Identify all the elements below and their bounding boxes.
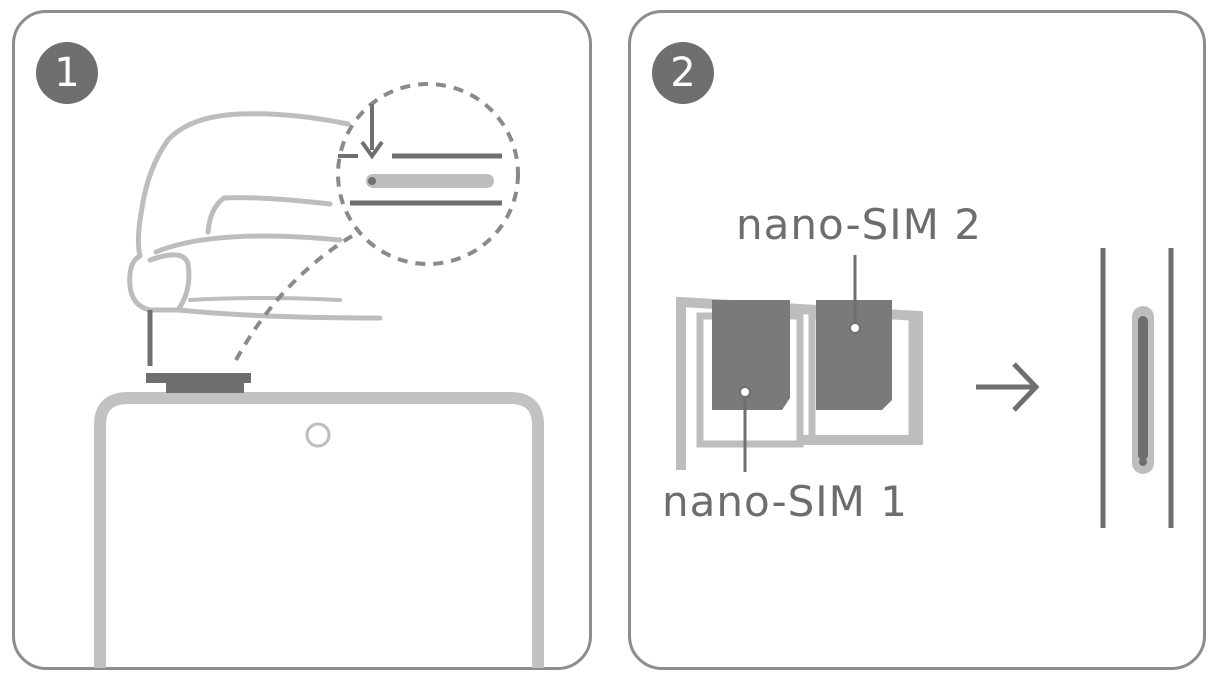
phone-side-slot-icon bbox=[1100, 248, 1174, 528]
sim-tray-icon bbox=[676, 255, 923, 472]
arrow-right-icon bbox=[976, 362, 1040, 412]
step-number-badge: 1 bbox=[36, 42, 98, 104]
nano-sim-1-label: nano-SIM 1 bbox=[662, 477, 908, 526]
step-number-badge: 2 bbox=[652, 42, 714, 104]
nano-sim-2-label: nano-SIM 2 bbox=[736, 200, 982, 249]
hand-with-eject-pin-icon bbox=[127, 111, 383, 366]
sim-slot-eject-hole-icon bbox=[146, 373, 251, 393]
phone-top-edge-icon bbox=[94, 392, 544, 668]
magnified-sim-slot-icon bbox=[234, 82, 520, 361]
